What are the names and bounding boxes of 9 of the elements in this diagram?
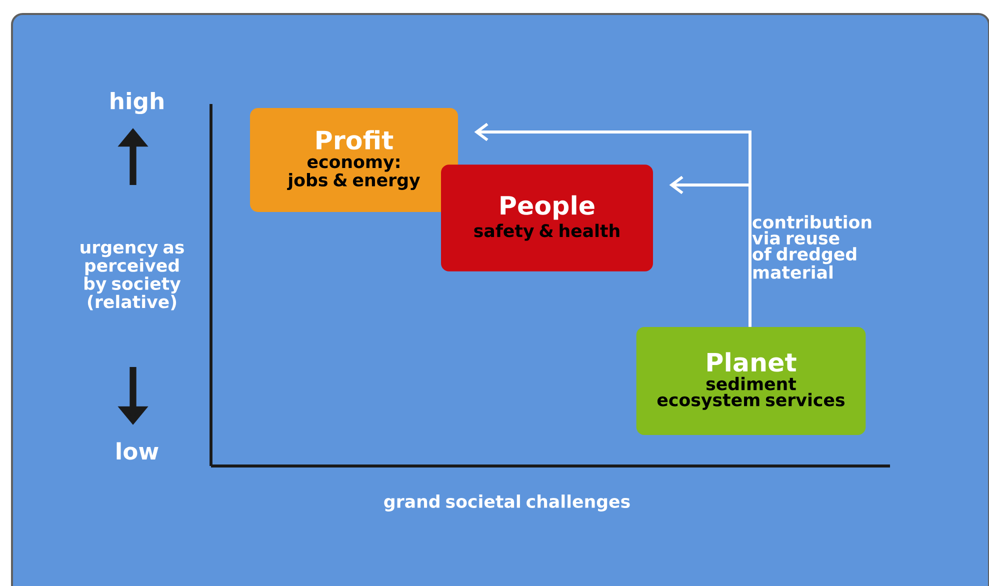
process-box: People safety & health	[441, 164, 653, 272]
process-box: Planet sediment ecosystem services	[636, 327, 866, 435]
process-box: Profit economy: jobs & energy	[250, 108, 458, 212]
axis-title: urgency as perceived by society (relative)	[80, 244, 184, 310]
axis-label: high	[110, 92, 164, 114]
axis-label: low	[116, 442, 158, 460]
annotation-text: contribution via reuse of dredged material	[752, 215, 872, 279]
axis-title: grand societal challenges	[384, 494, 630, 512]
arrow	[669, 176, 752, 327]
